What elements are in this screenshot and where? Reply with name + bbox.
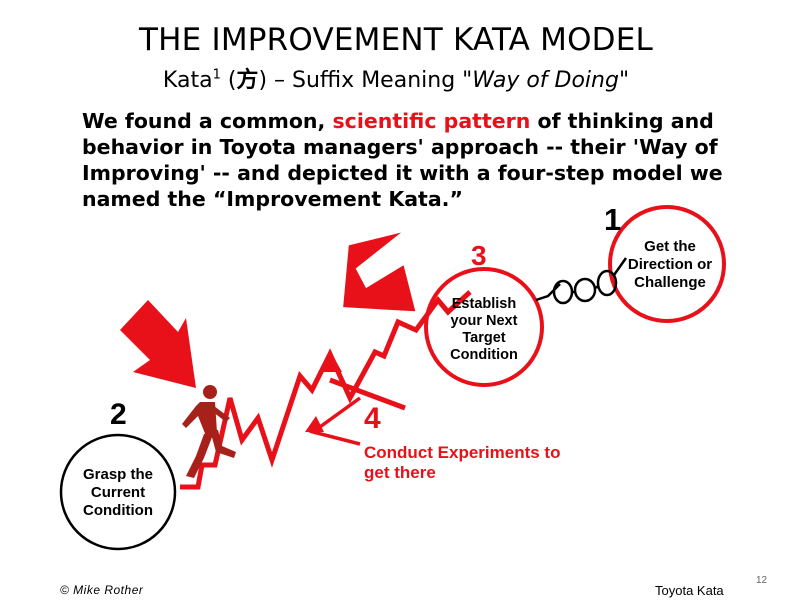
highlight-text: scientific pattern: [332, 109, 531, 133]
step-2-circle: [59, 433, 177, 551]
step-3-number: 3: [471, 240, 487, 271]
page-number: 12: [756, 575, 768, 586]
intro-paragraph: We found a common, scientific pattern of…: [82, 109, 723, 211]
step-2-number: 2: [110, 398, 127, 431]
step-1-circle: [608, 205, 726, 323]
walking-figure-icon: [182, 385, 236, 478]
step-4-label: Conduct Experiments to get there: [364, 443, 561, 482]
step-3-label: Establish your Next Target Condition: [450, 296, 518, 363]
chain-icon: [535, 257, 628, 305]
copyright-text: © Mike Rother: [60, 583, 144, 597]
step-3-circle: [424, 267, 544, 387]
step-1-label: Get the Direction or Challenge: [627, 238, 713, 291]
step-4-number: 4: [364, 402, 381, 435]
arrow-icon: [305, 354, 342, 432]
arrow-icon: [120, 300, 196, 388]
experiment-line: [308, 396, 362, 446]
footer-brand: Toyota Kata: [655, 583, 724, 598]
step-2-label: Grasp the Current Condition: [82, 466, 154, 519]
page-title: THE IMPROVEMENT KATA MODEL: [138, 22, 654, 58]
arrow-icon: [343, 232, 416, 312]
page-subtitle: Kata1 (方) – Suffix Meaning "Way of Doing…: [162, 67, 630, 93]
improvement-path: [180, 290, 472, 490]
kanji-character: 方: [236, 68, 259, 93]
step-1-number: 1: [604, 202, 622, 237]
